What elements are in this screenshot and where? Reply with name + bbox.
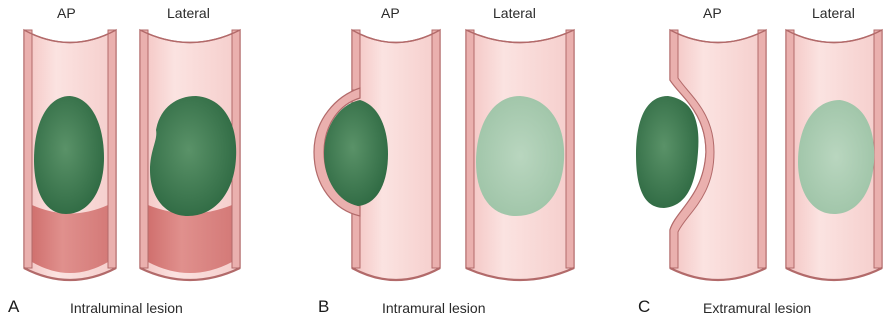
panel-c-ap-tube: [636, 30, 766, 280]
panel-a-ap-tube: [24, 30, 116, 280]
caption-a: Intraluminal lesion: [70, 300, 183, 316]
panel-b-lateral-tube: [466, 30, 574, 280]
panel-b-ap-tube: [314, 30, 440, 280]
panel-c-lateral-tube: [786, 30, 882, 280]
extramural-lesion-ap: [636, 96, 698, 208]
view-label-c-lateral: Lateral: [812, 5, 855, 21]
panel-letter-a: A: [8, 297, 19, 317]
caption-b: Intramural lesion: [382, 300, 486, 316]
view-label-a-lateral: Lateral: [167, 5, 210, 21]
view-label-b-ap: AP: [381, 5, 400, 21]
caption-c: Extramural lesion: [703, 300, 811, 316]
panel-letter-b: B: [318, 297, 329, 317]
panel-a-lateral-tube: [140, 30, 240, 280]
view-label-c-ap: AP: [703, 5, 722, 21]
view-label-b-lateral: Lateral: [493, 5, 536, 21]
panel-letter-c: C: [638, 297, 650, 317]
intraluminal-lesion-ap: [34, 96, 104, 214]
view-label-a-ap: AP: [57, 5, 76, 21]
intramural-lesion-lateral: [476, 96, 564, 216]
